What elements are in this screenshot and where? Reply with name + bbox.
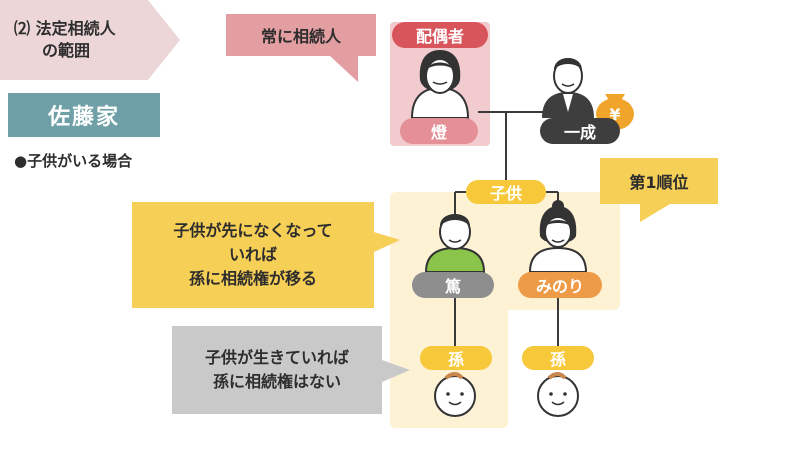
child2-name-label: みのり	[518, 272, 602, 298]
section-title-line2: の範囲	[42, 41, 91, 60]
callout-always-tail	[330, 56, 358, 82]
husband-name-label: 一成	[540, 118, 620, 144]
callout-alive-line2: 孫に相続権はない	[212, 372, 341, 391]
callout-predecease-tail	[374, 232, 400, 252]
callout-rank-tail	[640, 204, 670, 222]
callout-always-heir: 常に相続人	[226, 14, 376, 56]
grandchild-baby-icon	[434, 372, 476, 417]
callout-predecease: 子供が先になくなって いれば 孫に相続権が移る	[132, 202, 374, 308]
spouse-woman-icon	[410, 50, 470, 119]
callout-alive: 子供が生きていれば 孫に相続権はない	[172, 326, 382, 414]
grandchild1-label: 孫	[420, 346, 492, 370]
children-label: 子供	[466, 180, 546, 204]
callout-predecease-line3: 孫に相続権が移る	[188, 269, 317, 288]
child1-name-label: 篤	[412, 272, 494, 298]
grandchild2-label: 孫	[522, 346, 594, 370]
callout-alive-line1: 子供が生きていれば	[204, 348, 349, 367]
grandchild-baby-icon-2	[537, 372, 579, 417]
callout-alive-tail	[382, 360, 410, 382]
child-boy-icon	[424, 214, 486, 273]
callout-predecease-line1: 子供が先になくなって	[173, 221, 333, 240]
section-tag: ⑵ 法定相続人 の範囲	[0, 0, 180, 80]
callout-first-rank: 第1順位	[600, 158, 718, 204]
family-name-banner: 佐藤家	[8, 93, 160, 137]
husband-man-icon	[542, 58, 594, 118]
section-title-line1: ⑵ 法定相続人	[14, 19, 116, 38]
spouse-role-label: 配偶者	[392, 22, 488, 48]
child-girl-icon	[528, 200, 588, 273]
case-label: ●子供がいる場合	[14, 152, 133, 170]
spouse-name-label: 燈	[400, 118, 478, 144]
callout-predecease-line2: いれば	[228, 245, 277, 264]
svg-text:¥: ¥	[609, 105, 620, 124]
